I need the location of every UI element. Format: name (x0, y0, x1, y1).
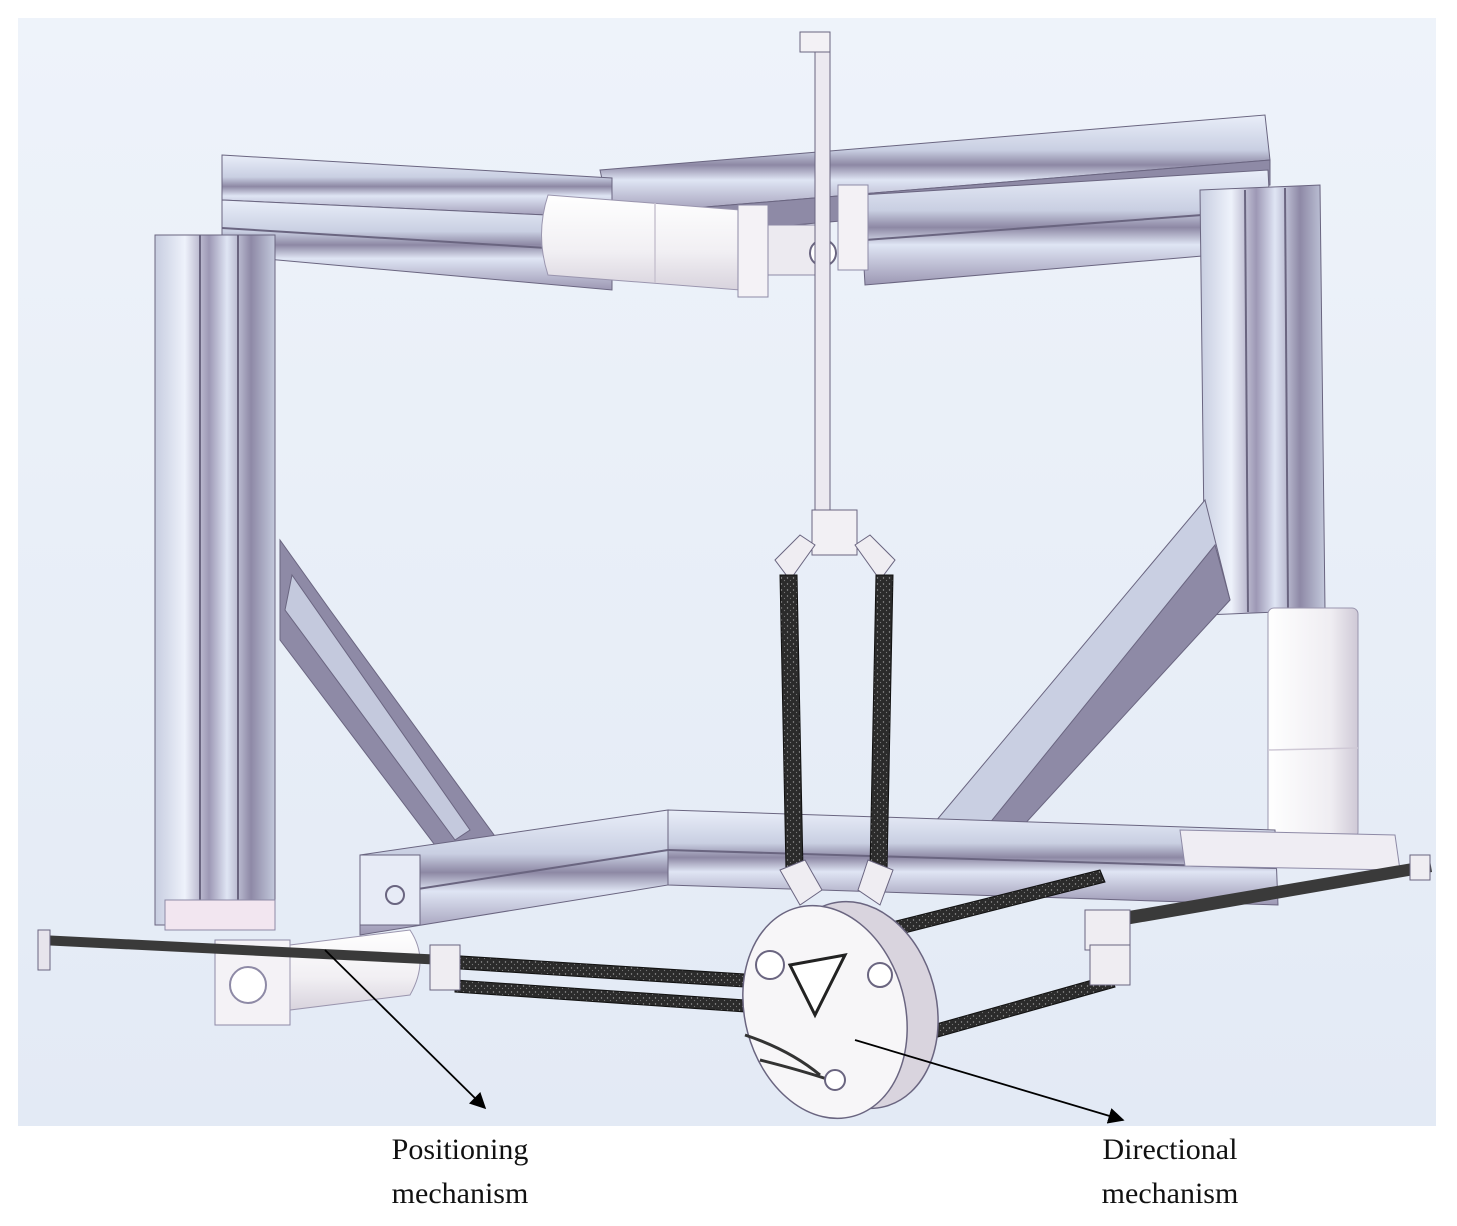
end-effector-disk (742, 900, 939, 1120)
directional-arrow (854, 1039, 1125, 1124)
frame-bottom-left-beam (359, 809, 669, 936)
upper-link-brackets (774, 534, 896, 581)
directional-mechanism-label: Directional mechanism (1070, 1128, 1270, 1216)
positioning-label-line2: mechanism (391, 1177, 529, 1210)
vertical-slide-rail (799, 31, 858, 556)
front-left-rail (37, 929, 445, 971)
directional-label-line1: Directional (1102, 1133, 1238, 1166)
horizontal-link-rods (429, 869, 1131, 1043)
right-vertical-motor (1267, 607, 1359, 839)
vertical-link-rods (779, 574, 894, 871)
directional-label-line2: mechanism (1101, 1177, 1239, 1210)
positioning-arrow (324, 949, 487, 1110)
frame-right-column (1199, 184, 1326, 616)
front-right-rail (1084, 854, 1432, 951)
frame-bottom-right-plate (1179, 829, 1401, 871)
left-diagonal-brace (279, 538, 506, 866)
frame-bottom-back-beam (667, 809, 1279, 906)
frame-left-column (154, 234, 276, 931)
lower-link-brackets (779, 859, 894, 906)
positioning-label-line1: Positioning (391, 1133, 529, 1166)
positioning-mechanism-label: Positioning mechanism (360, 1128, 560, 1216)
